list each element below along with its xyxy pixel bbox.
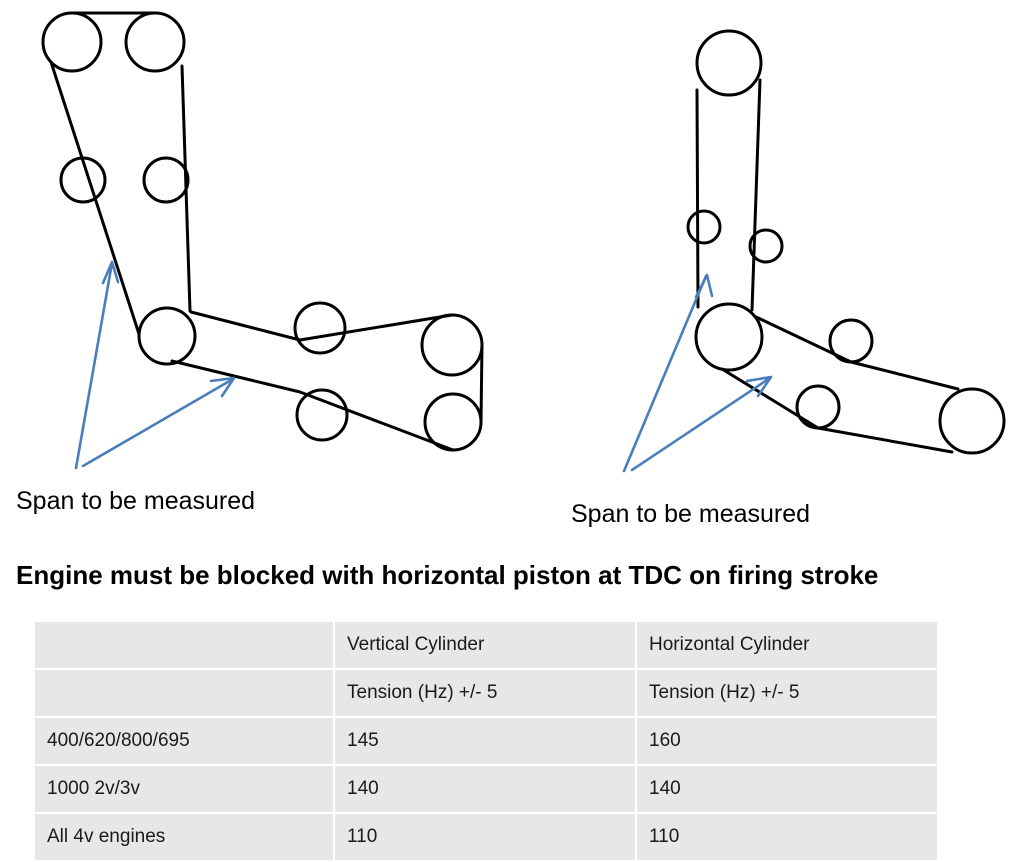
right-belt-left-run [695, 88, 700, 309]
table-subheader-row: Tension (Hz) +/- 5 Tension (Hz) +/- 5 [35, 670, 937, 716]
left-span-arrow-upper [74, 261, 114, 470]
table-row: 1000 2v/3v 140 140 [35, 766, 937, 812]
left-pulley-mid-right [142, 156, 190, 204]
table-header-row: Vertical Cylinder Horizontal Cylinder [35, 622, 937, 668]
left-pulley-right-upper [420, 313, 484, 377]
left-span-arrow-lower-head [209, 376, 236, 398]
right-belt-upper-strand [754, 315, 960, 391]
left-pulley-crank [137, 306, 197, 366]
left-belt-right-span [479, 343, 484, 424]
belt-tension-table-container: Vertical Cylinder Horizontal Cylinder Te… [33, 620, 939, 862]
cell-horizontal: 160 [637, 718, 937, 764]
left-belt-upper-lower-run [189, 310, 454, 342]
left-pulley-mid-left [59, 156, 107, 204]
cell-vertical: 110 [335, 814, 635, 860]
right-belt-right-run [750, 78, 762, 312]
right-span-arrow-lower [630, 376, 772, 472]
right-diagram-group [622, 29, 1006, 473]
header-cell-horizontal: Horizontal Cylinder [637, 622, 937, 668]
table-row: All 4v engines 110 110 [35, 814, 937, 860]
cell-engine: 1000 2v/3v [35, 766, 333, 812]
left-span-arrows [74, 260, 236, 470]
cell-horizontal: 140 [637, 766, 937, 812]
table-row: 400/620/800/695 145 160 [35, 718, 937, 764]
cell-vertical: 140 [335, 766, 635, 812]
right-pulley-idler-mid [828, 318, 874, 364]
cell-vertical: 145 [335, 718, 635, 764]
subheader-cell-vertical: Tension (Hz) +/- 5 [335, 670, 635, 716]
left-pulley-idler-upper [293, 301, 347, 355]
diagram-canvas [41, 11, 1006, 473]
cell-engine: 400/620/800/695 [35, 718, 333, 764]
left-pulley-top-right [124, 11, 186, 73]
engine-blocking-note: Engine must be blocked with horizontal p… [16, 560, 879, 590]
right-span-arrow-upper [622, 274, 708, 473]
left-pulley-right-lower [423, 392, 483, 452]
subheader-cell-horizontal: Tension (Hz) +/- 5 [637, 670, 937, 716]
cell-engine: All 4v engines [35, 814, 333, 860]
right-pulley-crank [694, 302, 764, 372]
caption-span-to-be-measured-left: Span to be measured [16, 487, 256, 515]
caption-span-to-be-measured-right: Span to be measured [571, 500, 811, 528]
header-cell-vertical: Vertical Cylinder [335, 622, 635, 668]
right-pulley-far-right [938, 387, 1006, 455]
left-span-arrow-lower [81, 377, 235, 468]
right-span-arrows [622, 273, 773, 473]
right-pulley-idler-low [795, 384, 841, 430]
cell-horizontal: 110 [637, 814, 937, 860]
right-pulley-top [695, 29, 763, 97]
left-diagram-group [41, 11, 484, 470]
left-belt-lower-run [170, 359, 455, 452]
right-pulley-idler-left [686, 209, 722, 245]
left-pulley-idler-lower [295, 388, 349, 442]
right-belt-lower-strand [720, 367, 954, 454]
right-pulley-idler-right [748, 228, 784, 264]
left-span-arrow-upper-head [101, 260, 120, 285]
header-cell-engine [35, 622, 333, 668]
left-pulley-top-left [41, 11, 103, 73]
belt-routing-diagrams [41, 11, 1006, 473]
right-span-arrow-upper-head [694, 273, 714, 299]
subheader-cell-engine [35, 670, 333, 716]
right-span-arrow-lower-head [745, 375, 773, 398]
belt-tension-table: Vertical Cylinder Horizontal Cylinder Te… [33, 620, 939, 862]
